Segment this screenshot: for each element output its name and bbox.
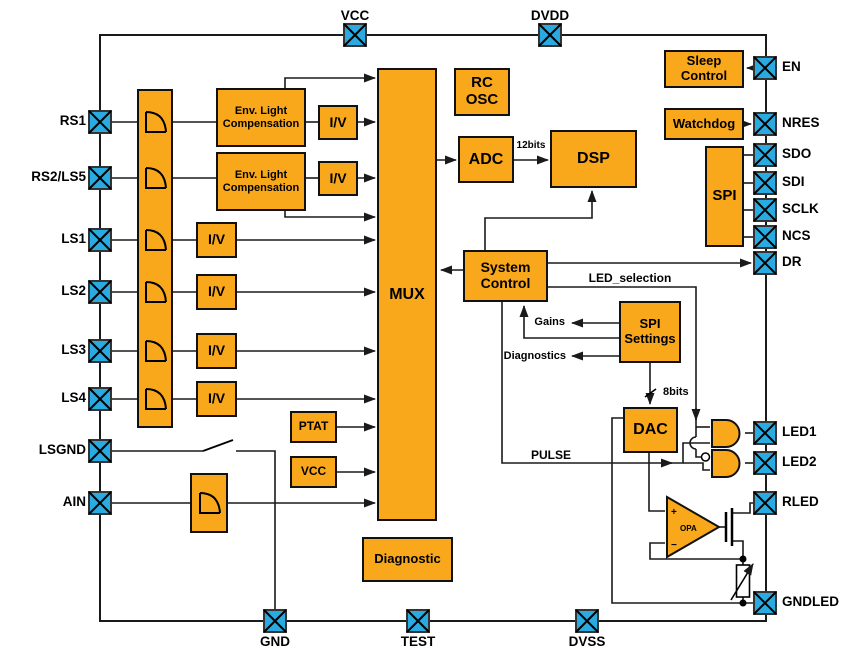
block-iv-ls2: I/V: [196, 274, 237, 310]
pin-gndled: [753, 591, 777, 615]
pin-label-dvdd: DVDD: [530, 8, 570, 23]
block-sleep-control: Sleep Control: [664, 50, 744, 88]
pin-rs2-ls5: [88, 166, 112, 190]
pin-sdi: [753, 171, 777, 195]
bus-width-8bits: 8bits: [663, 386, 689, 398]
block-spi-settings: SPI Settings: [619, 301, 681, 363]
resistor-arrow-icon: [730, 563, 754, 601]
pin-label-gnd: GND: [260, 634, 290, 649]
block-iv-ls4: I/V: [196, 381, 237, 417]
junction-dot: [739, 599, 747, 607]
pin-label-sdi: SDI: [782, 174, 805, 189]
pin-label-led2: LED2: [782, 454, 817, 469]
pin-gnd: [263, 609, 287, 633]
pin-label-ls1: LS1: [61, 231, 86, 246]
and-gate-led2: [711, 449, 741, 478]
ain-sensor-block: [190, 473, 228, 533]
pin-ls2: [88, 280, 112, 304]
wire-hop: [689, 436, 697, 450]
opamp-icon: [666, 495, 722, 559]
block-iv-rs2: I/V: [318, 161, 358, 196]
pin-ls1: [88, 228, 112, 252]
pin-rled: [753, 491, 777, 515]
block-mux: MUX: [377, 68, 437, 521]
sensor-strip-block: [137, 89, 173, 428]
signal-label-pulse: PULSE: [530, 448, 571, 462]
pin-dvdd: [538, 23, 562, 47]
block-spi: SPI: [705, 146, 744, 247]
pin-dvss: [575, 609, 599, 633]
opamp-plus: +: [671, 507, 677, 518]
pin-ls3: [88, 339, 112, 363]
pin-label-ain: AIN: [62, 494, 86, 509]
pin-nres: [753, 112, 777, 136]
pin-label-sdo: SDO: [782, 146, 812, 161]
pin-lsgnd: [88, 439, 112, 463]
pin-rs1: [88, 110, 112, 134]
pin-label-led1: LED1: [782, 424, 817, 439]
pin-label-lsgnd: LSGND: [38, 442, 86, 457]
block-diagnostic: Diagnostic: [362, 537, 453, 582]
block-vcc-ref: VCC: [290, 456, 337, 488]
pin-label-test: TEST: [400, 634, 436, 649]
block-iv-rs1: I/V: [318, 105, 358, 140]
pin-vcc: [343, 23, 367, 47]
pin-test: [406, 609, 430, 633]
block-iv-ls1: I/V: [196, 222, 237, 258]
and-gate-led1: [711, 419, 741, 448]
signal-label-diagnostics: Diagnostics: [503, 350, 566, 362]
pin-sdo: [753, 143, 777, 167]
block-dsp: DSP: [550, 130, 637, 188]
block-watchdog: Watchdog: [664, 108, 744, 140]
pin-label-sclk: SCLK: [782, 201, 819, 216]
block-env-light-comp-2: Env. Light Compensation: [216, 152, 306, 211]
block-rc-osc: RC OSC: [454, 68, 510, 116]
opamp-label: OPA: [680, 524, 697, 533]
pin-led2: [753, 451, 777, 475]
bus-slash-icon: [644, 388, 657, 398]
pin-dr: [753, 251, 777, 275]
switch-to-gnd-wire: [236, 450, 276, 610]
pin-label-ls3: LS3: [61, 342, 86, 357]
signal-label-gains: Gains: [534, 316, 565, 328]
block-system-control: System Control: [463, 250, 548, 302]
pin-label-gndled: GNDLED: [782, 594, 839, 609]
pin-label-dr: DR: [782, 254, 802, 269]
pin-label-nres: NRES: [782, 115, 820, 130]
pin-label-ls4: LS4: [61, 390, 86, 405]
pin-label-rs1: RS1: [59, 113, 86, 128]
junction-dot: [739, 555, 747, 563]
pin-ls4: [88, 387, 112, 411]
pin-label-dvss: DVSS: [568, 634, 606, 649]
pin-label-ncs: NCS: [782, 228, 811, 243]
pin-label-vcc: VCC: [340, 8, 370, 23]
env-light-comp-label: Env. Light Compensation: [222, 169, 300, 194]
pin-ncs: [753, 225, 777, 249]
pin-sclk: [753, 198, 777, 222]
pin-led1: [753, 421, 777, 445]
pin-label-ls2: LS2: [61, 283, 86, 298]
pin-label-rs2ls5: RS2/LS5: [31, 169, 86, 184]
env-light-comp-label: Env. Light Compensation: [222, 105, 300, 130]
switch-icon: [202, 439, 234, 452]
signal-label-led-selection: LED_selection: [588, 271, 672, 285]
pin-ain: [88, 491, 112, 515]
block-dac: DAC: [623, 407, 678, 453]
pin-label-en: EN: [782, 59, 801, 74]
block-env-light-comp-1: Env. Light Compensation: [216, 88, 306, 147]
bus-width-12bits: 12bits: [516, 140, 546, 151]
opamp-minus: −: [671, 540, 677, 551]
pin-en: [753, 56, 777, 80]
block-ptat: PTAT: [290, 411, 337, 443]
pin-label-rled: RLED: [782, 494, 819, 509]
inverter-bubble-icon: [700, 452, 711, 462]
block-iv-ls3: I/V: [196, 333, 237, 369]
resistor-icon: [735, 564, 751, 598]
